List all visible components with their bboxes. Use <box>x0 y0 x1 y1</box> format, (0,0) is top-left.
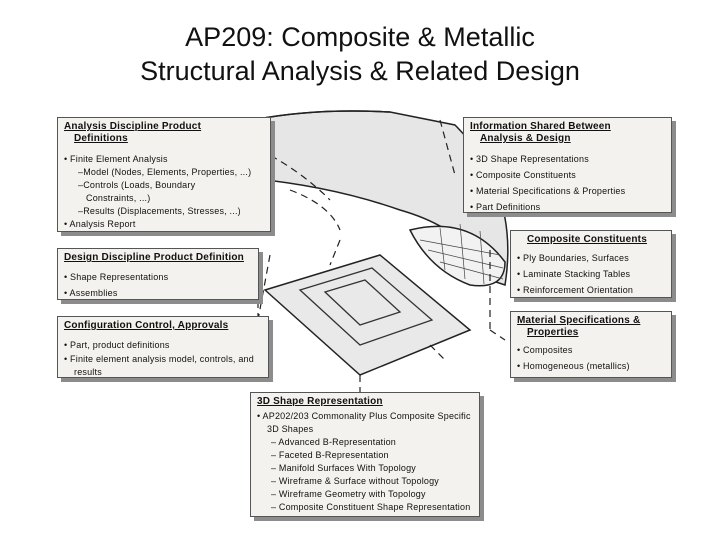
analysis-item: –Model (Nodes, Elements, Properties, ...… <box>78 167 252 177</box>
page-title-line2: Structural Analysis & Related Design <box>140 56 580 86</box>
config-item: results <box>74 367 102 377</box>
info-item: • Part Definitions <box>470 202 541 212</box>
composite-box-heading: Composite Constituents <box>527 234 647 245</box>
analysis-item: –Results (Displacements, Stresses, ...) <box>78 206 241 216</box>
analysis-box-heading-line1: Analysis Discipline Product <box>64 121 202 132</box>
shape-item: • AP202/203 Commonality Plus Composite S… <box>257 411 471 421</box>
shape-item: – Wireframe Geometry with Topology <box>271 489 426 499</box>
config-item: • Finite element analysis model, control… <box>64 354 254 364</box>
design-box-heading: Design Discipline Product Definition <box>64 252 244 263</box>
ply-boundary-inner <box>323 279 402 326</box>
analysis-item: –Controls (Loads, Boundary <box>78 180 196 190</box>
material-item: • Homogeneous (metallics) <box>517 361 630 371</box>
ply-boundary-outer <box>298 267 434 346</box>
config-box-heading: Configuration Control, Approvals <box>64 320 229 331</box>
design-item: • Assemblies <box>64 288 118 298</box>
design-item: • Shape Representations <box>64 272 169 282</box>
info-item: • Material Specifications & Properties <box>470 186 626 196</box>
composite-item: • Ply Boundaries, Surfaces <box>517 253 629 263</box>
analysis-box-heading-line2: Definitions <box>74 133 128 144</box>
shape-box-heading: 3D Shape Representation <box>257 396 383 407</box>
shape-item: 3D Shapes <box>267 424 314 434</box>
analysis-item: Constraints, ...) <box>86 193 151 203</box>
material-item: • Composites <box>517 345 573 355</box>
composite-item: • Laminate Stacking Tables <box>517 269 631 279</box>
shape-item: – Faceted B-Representation <box>271 450 389 460</box>
shape-item: – Composite Constituent Shape Representa… <box>271 502 471 512</box>
material-specifications-box: Material Specifications & Properties • C… <box>510 311 672 378</box>
shape-item: – Advanced B-Representation <box>271 437 396 447</box>
info-item: • 3D Shape Representations <box>470 154 589 164</box>
connector-lines <box>257 119 506 395</box>
shape-item: – Wireframe & Surface without Topology <box>271 476 440 486</box>
material-box-heading-line1: Material Specifications & <box>517 315 641 326</box>
config-item: • Part, product definitions <box>64 340 170 350</box>
analysis-item: • Finite Element Analysis <box>64 154 168 164</box>
info-box-heading-line2: Analysis & Design <box>480 133 571 144</box>
composite-constituents-box: Composite Constituents • Ply Boundaries,… <box>510 230 672 298</box>
info-item: • Composite Constituents <box>470 170 576 180</box>
information-shared-box: Information Shared Between Analysis & De… <box>463 117 672 213</box>
mesh-lines <box>419 223 504 285</box>
shape-item: – Manifold Surfaces With Topology <box>271 463 417 473</box>
info-box-heading-line1: Information Shared Between <box>470 121 611 132</box>
configuration-control-box: Configuration Control, Approvals • Part,… <box>57 316 269 378</box>
airfoil-section <box>408 225 506 287</box>
ply-panel <box>263 254 472 376</box>
shape-representation-box: 3D Shape Representation • AP202/203 Comm… <box>250 392 480 517</box>
design-discipline-box: Design Discipline Product Definition • S… <box>57 248 259 300</box>
composite-item: • Reinforcement Orientation <box>517 285 634 295</box>
material-box-heading-line2: Properties <box>527 327 579 338</box>
analysis-discipline-box: Analysis Discipline Product Definitions … <box>57 117 271 232</box>
page-title-line1: AP209: Composite & Metallic <box>185 22 535 52</box>
analysis-item: • Analysis Report <box>64 219 136 229</box>
